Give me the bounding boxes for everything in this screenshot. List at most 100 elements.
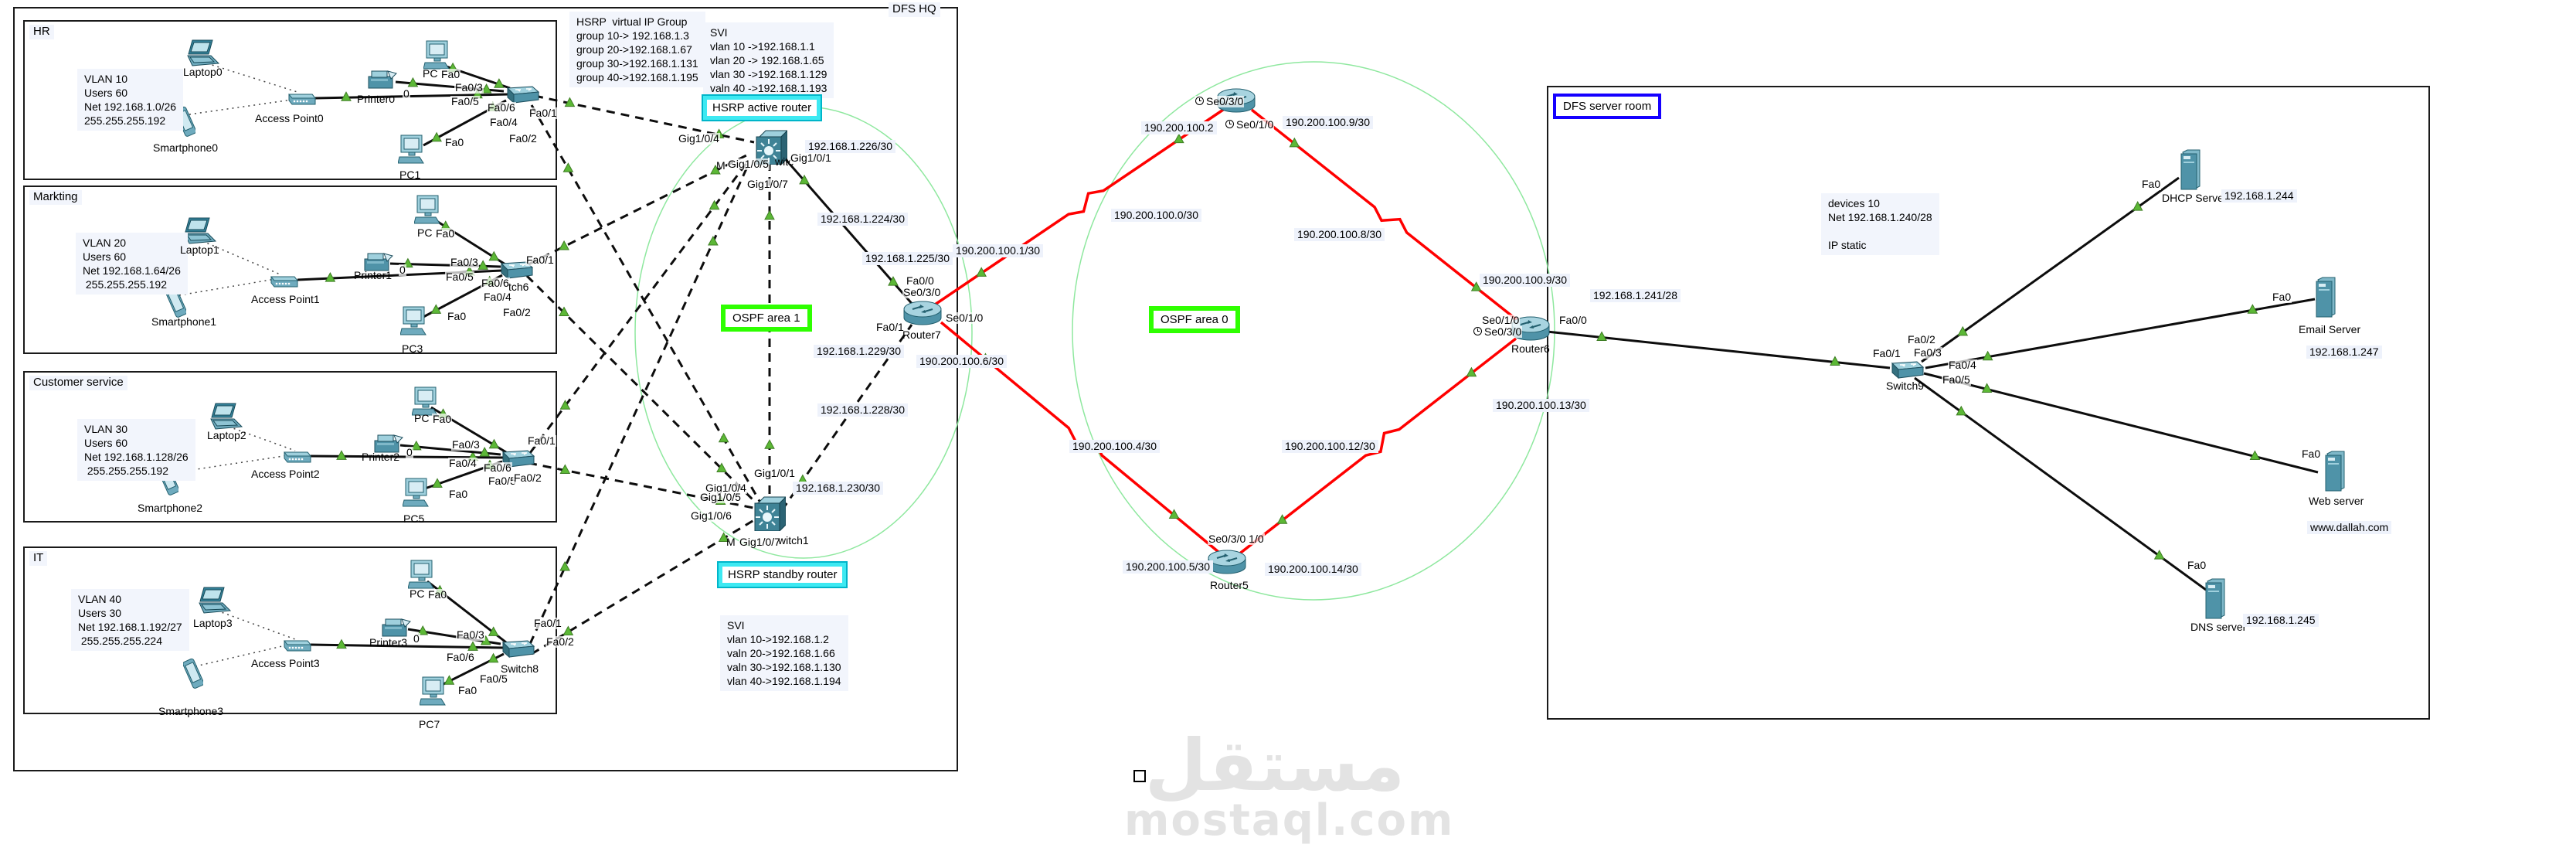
port-label-fa0: Fa0 xyxy=(2272,291,2292,304)
ethernet-link[interactable] xyxy=(1923,372,2319,474)
ethernet-link[interactable] xyxy=(1925,298,2316,369)
mostaql-watermark: مستقل mostaql.com xyxy=(1124,730,1455,846)
device-label-pc1: PC1 xyxy=(399,169,421,181)
wireless-link[interactable] xyxy=(195,643,293,667)
block-line: valn 20->192.168.1.66 xyxy=(727,647,835,659)
access-point0[interactable] xyxy=(287,90,318,108)
laptop3[interactable] xyxy=(196,587,232,616)
device-label-pc: PC xyxy=(410,587,425,600)
port-label-fa0: Fa0 xyxy=(2301,448,2322,461)
port-label-m: M xyxy=(716,159,726,172)
title-label-customer-service: Customer service xyxy=(29,376,127,390)
block-line: Net 192.168.1.240/28 xyxy=(1828,211,1932,223)
pc7[interactable] xyxy=(420,676,446,707)
device-label-access-point3: Access Point3 xyxy=(251,657,320,669)
pc4[interactable] xyxy=(412,386,438,417)
serial-link[interactable] xyxy=(934,107,1226,306)
wireless-link[interactable] xyxy=(202,240,283,276)
port-label-fa0-3: Fa0/3 xyxy=(456,628,485,642)
switch9[interactable] xyxy=(1889,358,1925,381)
wireless-link[interactable] xyxy=(189,98,298,115)
pc1[interactable] xyxy=(398,134,424,165)
pc6[interactable] xyxy=(408,560,434,591)
link-status-arrow-icon xyxy=(431,131,442,142)
ip-label-190-200-100-0-30: 190.200.100.0/30 xyxy=(1111,209,1201,223)
ip-label-190-200-100-8-30: 190.200.100.8/30 xyxy=(1294,228,1385,242)
block-line: vlan 20 -> 192.168.1.65 xyxy=(710,54,824,66)
link-status-arrow-icon xyxy=(410,440,422,451)
printer0[interactable] xyxy=(367,68,398,93)
printer1[interactable] xyxy=(363,250,394,275)
device-label-laptop1: Laptop1 xyxy=(180,243,219,256)
port-label-fa0-1: Fa0/1 xyxy=(875,321,905,334)
port-label-witch1: witch1 xyxy=(778,534,809,546)
switch6[interactable] xyxy=(498,258,534,281)
ip-label-192-168-1-247: 192.168.1.247 xyxy=(2306,346,2382,359)
port-label-fa0-2: Fa0/2 xyxy=(508,132,538,145)
link-status-arrow-icon xyxy=(432,478,443,488)
block-line: Users 60 xyxy=(84,87,128,99)
ap-icon xyxy=(270,276,299,288)
email-server[interactable] xyxy=(2315,277,2336,318)
printer2[interactable] xyxy=(373,432,404,457)
access-point1[interactable] xyxy=(269,272,300,291)
block-line: valn 40 ->192.168.1.193 xyxy=(710,82,828,94)
block-line: VLAN 30 xyxy=(84,423,128,435)
link-status-arrow-icon xyxy=(2153,550,2165,560)
wireless-link[interactable] xyxy=(171,454,294,474)
dns-server[interactable] xyxy=(2204,578,2226,620)
ip-label-190-200-100-4-30: 190.200.100.4/30 xyxy=(1069,440,1160,454)
router7[interactable] xyxy=(902,299,943,327)
port-label-se0-3-0: Se0/3/0 xyxy=(1195,95,1245,108)
link-status-arrow-icon xyxy=(1168,509,1180,519)
device-label-smartphone2: Smartphone2 xyxy=(138,502,203,514)
wireless-link[interactable] xyxy=(178,277,280,296)
link-status-arrow-icon xyxy=(709,199,720,210)
block-line: SVI xyxy=(710,26,728,39)
note-checkbox xyxy=(1133,770,1146,782)
serial-link[interactable] xyxy=(1236,337,1517,557)
laptop2[interactable] xyxy=(208,403,243,432)
pc2[interactable] xyxy=(414,195,440,226)
pc-icon xyxy=(420,676,446,706)
pc3[interactable] xyxy=(400,306,427,337)
port-label-fa0-3: Fa0/3 xyxy=(454,81,484,94)
access-point2[interactable] xyxy=(282,448,313,466)
link-status-arrow-icon xyxy=(488,626,499,636)
router5[interactable] xyxy=(1206,548,1248,576)
wireless-link[interactable] xyxy=(228,426,296,451)
block-line xyxy=(1828,224,1932,238)
watermark-latin-text: mostaql.com xyxy=(1124,795,1455,846)
router-icon xyxy=(1208,550,1246,574)
dhcp-server[interactable] xyxy=(2180,149,2201,191)
web-server[interactable] xyxy=(2324,451,2346,492)
link-status-arrow-icon xyxy=(2132,201,2143,211)
pc0[interactable] xyxy=(423,40,450,71)
smartphone3[interactable] xyxy=(183,658,203,690)
mlswitch-icon xyxy=(754,496,786,531)
phone-icon xyxy=(183,658,203,689)
laptop0[interactable] xyxy=(185,39,220,69)
switch-icon xyxy=(506,86,540,104)
port-label-fa0-3: Fa0/3 xyxy=(1913,346,1942,359)
printer-icon xyxy=(364,253,393,271)
ip-label-192-168-1-224-30: 192.168.1.224/30 xyxy=(817,213,908,226)
block-line: 255.255.255.192 xyxy=(84,465,168,477)
printer3[interactable] xyxy=(381,616,412,641)
port-label-0: 0 xyxy=(413,632,420,645)
access-point3[interactable] xyxy=(282,636,313,655)
link-status-arrow-icon xyxy=(1956,405,1967,416)
badge-dfs-server-room: DFS server room xyxy=(1553,94,1662,119)
pc-icon xyxy=(403,478,429,507)
pc5[interactable] xyxy=(403,478,429,509)
port-label-text: Se0/1/0 xyxy=(1236,118,1274,131)
laptop1[interactable] xyxy=(182,217,217,247)
port-label-fa0-3: Fa0/3 xyxy=(450,256,479,269)
serial-link[interactable] xyxy=(1250,108,1521,323)
block-line: group 30->192.168.1.131 xyxy=(576,57,698,70)
dfs-hq-box xyxy=(13,7,958,771)
switch8[interactable] xyxy=(500,637,535,660)
multilayer-switch1[interactable] xyxy=(753,495,786,531)
switch-hr[interactable] xyxy=(505,83,540,106)
